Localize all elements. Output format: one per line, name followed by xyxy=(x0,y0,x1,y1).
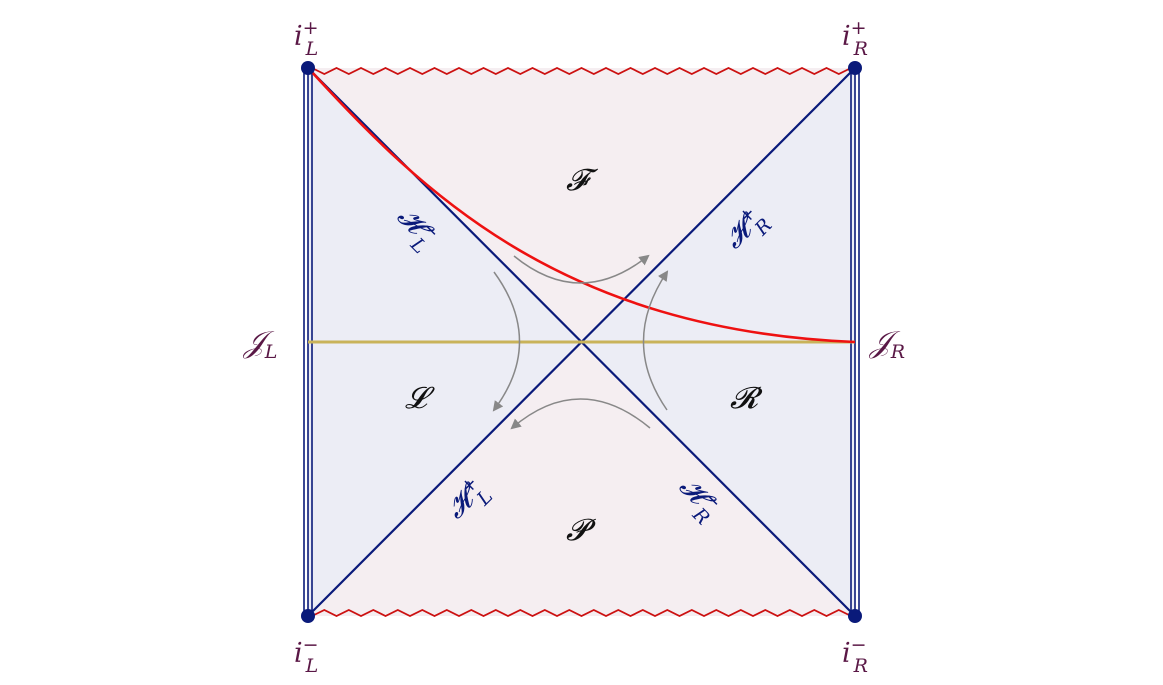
red-trajectory xyxy=(309,69,856,344)
corner-point-bottom-left xyxy=(301,609,315,623)
label-horizon-L-plus: 𝓗+L xyxy=(438,471,497,530)
past-singularity xyxy=(311,608,852,618)
corner-point-top-left xyxy=(301,61,315,75)
region-future-fill xyxy=(308,68,855,342)
label-scri-R: 𝒥R xyxy=(868,325,905,363)
future-singularity xyxy=(311,66,852,76)
label-i-R-plus: i+R xyxy=(842,17,868,60)
flow-arrow-right xyxy=(642,270,669,411)
flow-arrow-left xyxy=(492,271,521,412)
label-i-L-minus: i−L xyxy=(294,634,319,677)
region-past-fill xyxy=(308,342,855,616)
label-scri-L: 𝒥L xyxy=(242,325,277,363)
label-i-R-minus: i−R xyxy=(842,634,868,677)
label-i-L-plus: i+L xyxy=(294,17,319,60)
label-region-right: 𝓡 xyxy=(730,381,763,416)
flow-arrow-bottom xyxy=(510,398,651,430)
corner-point-bottom-right xyxy=(848,609,862,623)
corner-point-top-right xyxy=(848,61,862,75)
flow-arrow-top xyxy=(513,254,650,284)
